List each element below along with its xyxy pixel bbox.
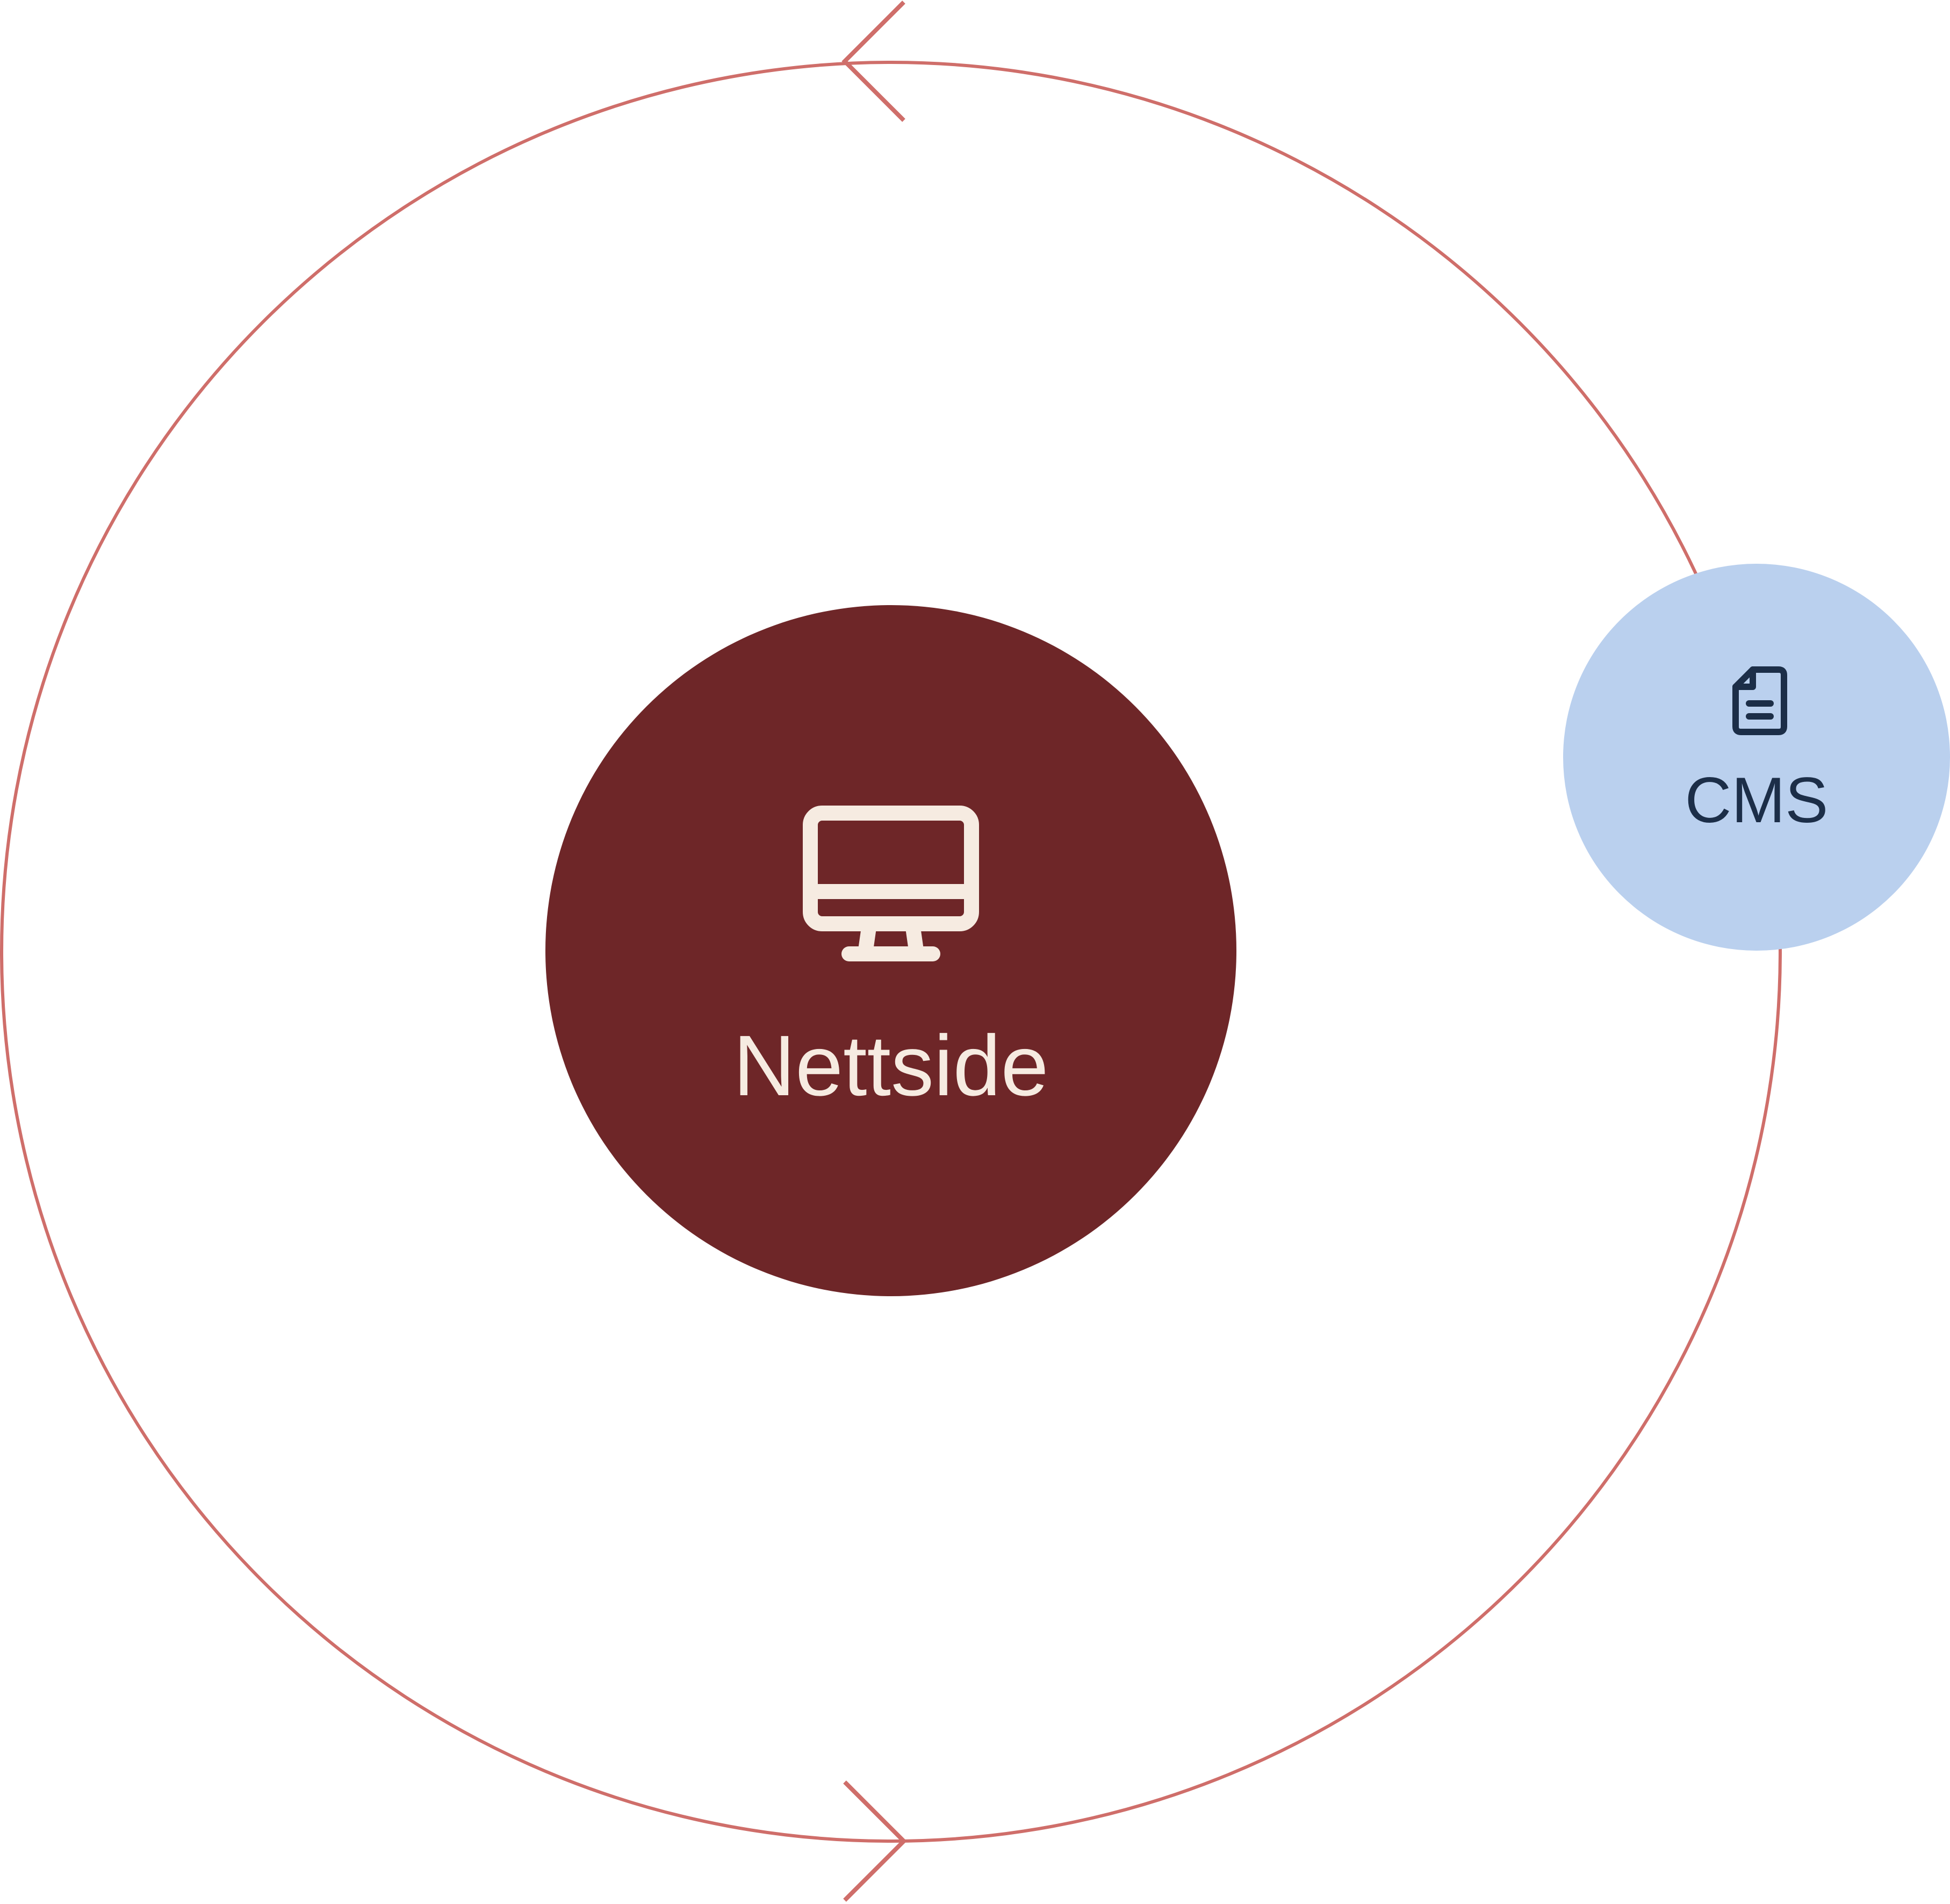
document-icon	[1732, 666, 1787, 735]
center-node-label: Nettside	[733, 1017, 1049, 1113]
orbit-ring	[0, 61, 1782, 1843]
desktop-monitor-icon	[803, 806, 979, 961]
cms-node-label: CMS	[1685, 764, 1829, 836]
cms-node-circle	[1563, 564, 1950, 951]
cms-node: CMS	[1563, 564, 1950, 951]
center-node: Nettside	[545, 605, 1236, 1296]
arrow-right-icon	[843, 1780, 907, 1902]
arrow-left-icon	[841, 1, 905, 122]
